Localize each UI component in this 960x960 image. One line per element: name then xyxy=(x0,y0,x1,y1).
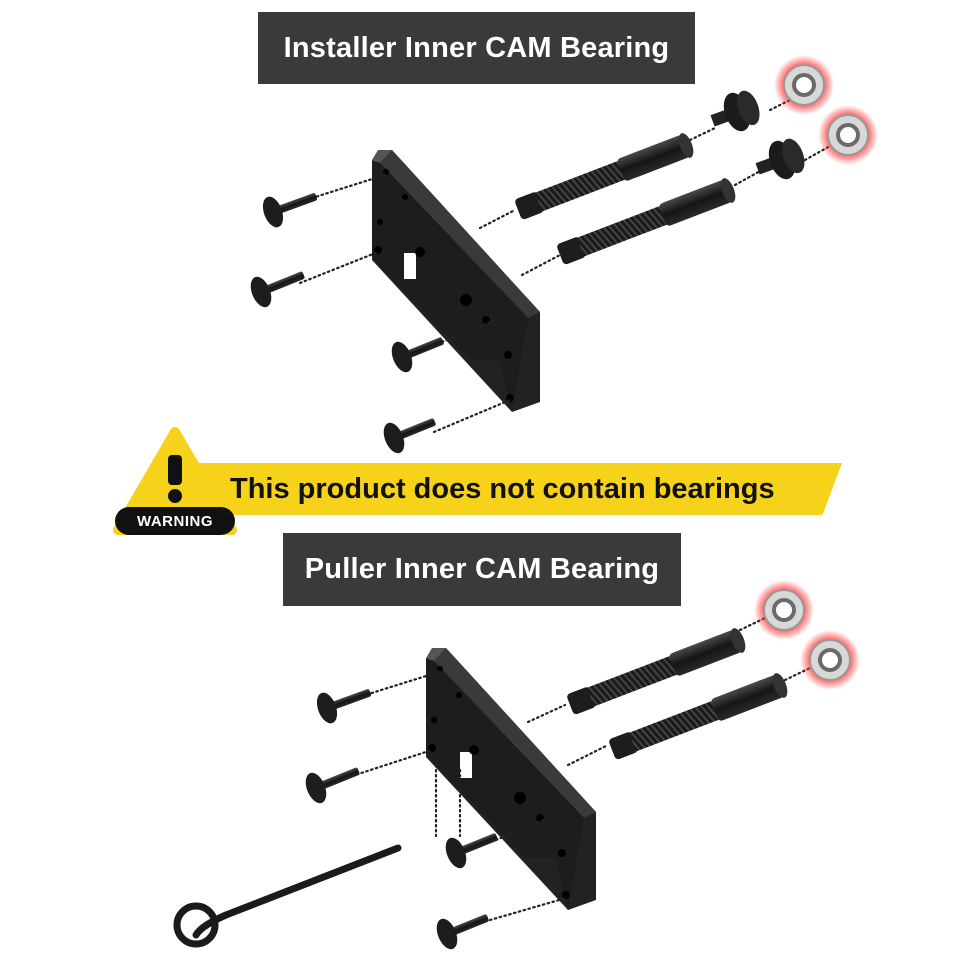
warning-message: This product does not contain bearings xyxy=(230,472,775,505)
puller-screws xyxy=(567,628,788,760)
puller-bolts xyxy=(305,689,498,950)
puller-guide-lines xyxy=(350,616,812,922)
installer-title: Installer Inner CAM Bearing xyxy=(258,12,695,84)
puller-assembly xyxy=(173,580,860,950)
puller-title: Puller Inner CAM Bearing xyxy=(283,533,681,606)
installer-guide-lines xyxy=(298,98,832,434)
installer-bearings xyxy=(774,55,878,165)
hook-rod xyxy=(173,844,402,948)
warning-banner xyxy=(190,463,842,515)
installer-assembly xyxy=(250,55,878,454)
puller-bearings xyxy=(754,580,860,690)
installer-screws xyxy=(515,133,736,265)
puller-plate xyxy=(426,648,596,910)
installer-plate xyxy=(372,150,540,412)
installer-bolts xyxy=(250,193,444,454)
installer-adapters xyxy=(710,90,805,180)
warning-label: WARNING xyxy=(115,507,235,535)
